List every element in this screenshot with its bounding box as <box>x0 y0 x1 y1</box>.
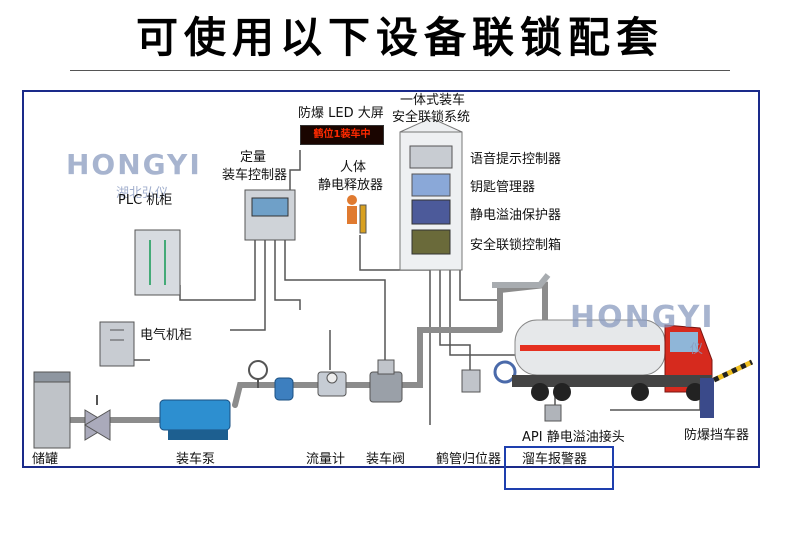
crane-reset-sensor <box>461 369 481 393</box>
label-voice: 语音提示控制器 <box>470 152 562 167</box>
hongyi-logo-left: HONGYI <box>66 148 202 181</box>
hongyi-logo-right-cn: 仪 <box>690 342 704 357</box>
label-fixed-2: 装车控制器 <box>222 168 288 183</box>
label-integrated-1: 一体式装车 <box>400 93 466 108</box>
page-title: 可使用以下设备联锁配套 <box>135 13 664 62</box>
label-pump: 装车泵 <box>176 452 216 467</box>
electric-cabinet <box>99 321 135 367</box>
quantity-controller <box>244 189 296 241</box>
loading-arm <box>492 273 551 384</box>
api-connector <box>544 404 562 422</box>
tanker-truck <box>512 319 713 401</box>
label-tank: 储罐 <box>32 452 59 467</box>
label-human-1: 人体 <box>340 160 367 175</box>
led-screen: 鹤位1装车中 <box>300 125 384 145</box>
label-api: API 静电溢油接头 <box>522 430 625 445</box>
label-roll-alarm: 溜车报警器 <box>522 452 588 467</box>
loading-pump <box>159 399 231 440</box>
oil-pipes <box>67 281 548 423</box>
label-blocker: 防爆挡车器 <box>684 428 750 443</box>
hongyi-logo-right: HONGYI <box>570 300 715 335</box>
label-fixed-1: 定量 <box>240 150 267 165</box>
label-crane: 鹤管归位器 <box>436 452 502 467</box>
label-plc: PLC 机柜 <box>118 193 173 208</box>
loading-valve <box>369 359 403 403</box>
label-key: 钥匙管理器 <box>470 180 536 195</box>
label-interlock-box: 安全联锁控制箱 <box>470 238 562 253</box>
integrated-panel <box>399 117 463 271</box>
title-divider <box>70 70 730 71</box>
explosion-proof-barrier <box>700 359 754 418</box>
flowmeter <box>317 371 347 397</box>
label-valve: 装车阀 <box>366 452 406 467</box>
hongyi-logo-left-cn: 湖北弘仪 <box>116 186 169 201</box>
label-human-2: 静电释放器 <box>318 178 384 193</box>
label-flowmeter: 流量计 <box>306 452 346 467</box>
label-led-screen: 防爆 LED 大屏 <box>298 106 384 121</box>
label-static-overflow: 静电溢油保护器 <box>470 208 562 223</box>
manual-valve <box>84 395 111 441</box>
diagram-frame <box>22 90 760 468</box>
pressure-gauge <box>248 360 268 388</box>
label-electric: 电气机柜 <box>140 328 193 343</box>
label-integrated-2: 安全联锁系统 <box>392 110 471 125</box>
filter <box>274 377 294 401</box>
roll-alarm-highlight <box>504 446 614 490</box>
static-discharger-figure <box>347 195 367 234</box>
plc-cabinet <box>134 229 181 296</box>
storage-tank <box>33 371 71 449</box>
